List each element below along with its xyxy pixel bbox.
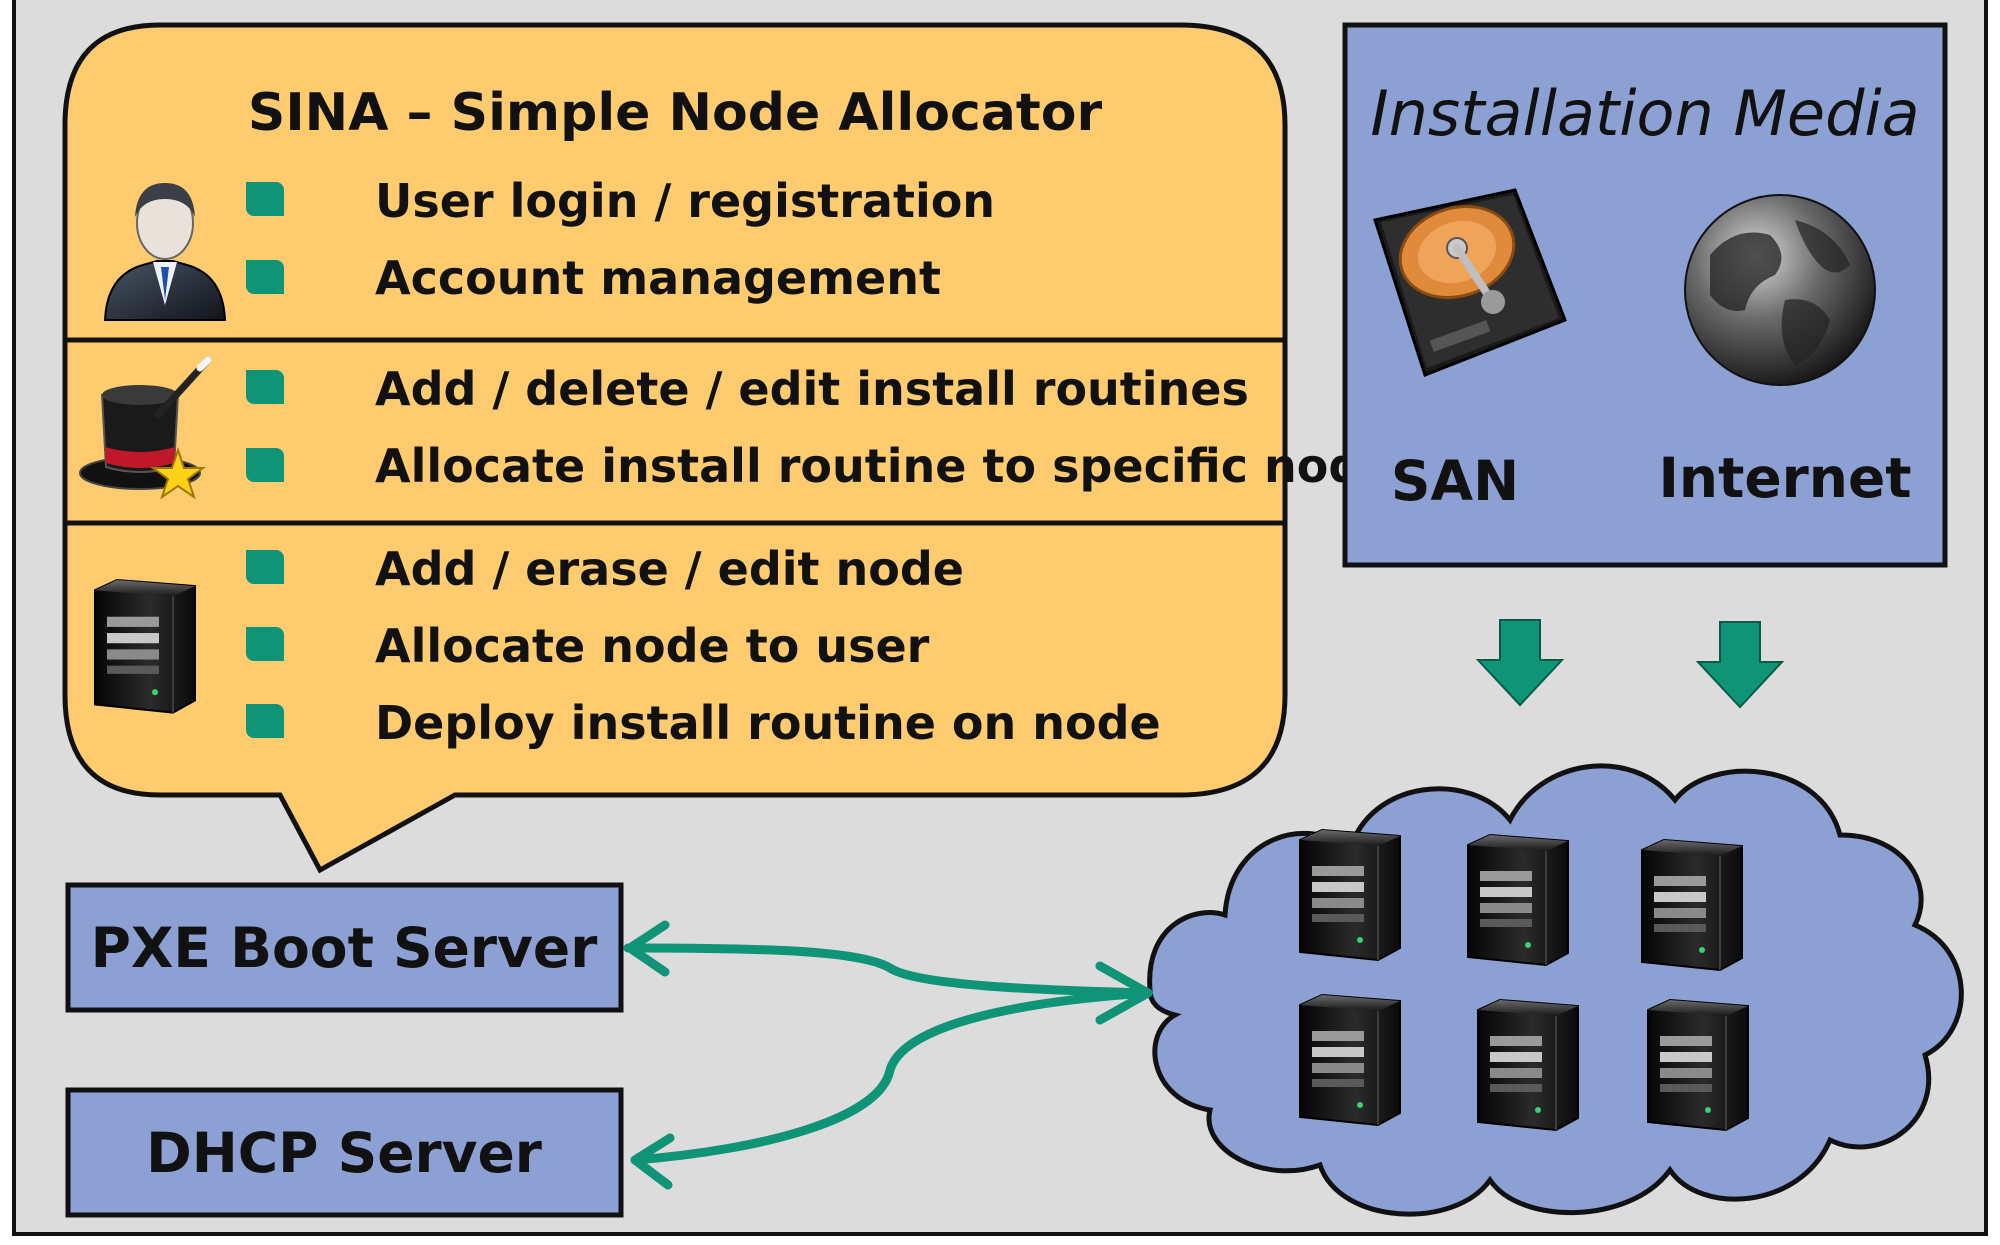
installation-media-title: Installation Media [1370,77,1919,150]
list-item: Allocate install routine to specific nod… [375,439,1420,493]
san-down-arrow [1475,619,1565,707]
pxe-connection [623,943,1153,998]
internet-down-arrow [1695,621,1785,709]
bullet-markers [246,182,284,738]
internet-label: Internet [1658,446,1911,510]
connection-arrows [623,920,1153,1190]
sina-title: SINA – Simple Node Allocator [248,83,1103,143]
sina-bubble [62,22,1288,874]
list-item: Add / delete / edit install routines [375,362,1249,416]
list-item: Deploy install routine on node [375,696,1161,750]
list-item: User login / registration [375,174,995,228]
list-item: Account management [375,251,941,305]
server-icon [93,578,197,714]
dhcp-server-box [65,1087,624,1218]
dhcp-connection [630,988,1153,1165]
dhcp-server-label: DHCP Server [146,1121,542,1185]
san-label: SAN [1391,449,1519,513]
pxe-boot-server-box [65,882,624,1013]
list-item: Add / erase / edit node [375,542,964,596]
magic-hat-icon [79,356,212,500]
list-item: Allocate node to user [375,619,930,673]
pxe-boot-server-label: PXE Boot Server [91,916,598,980]
globe-icon [1684,194,1876,386]
user-icon [103,183,227,321]
hard-drive-icon [1373,188,1567,377]
